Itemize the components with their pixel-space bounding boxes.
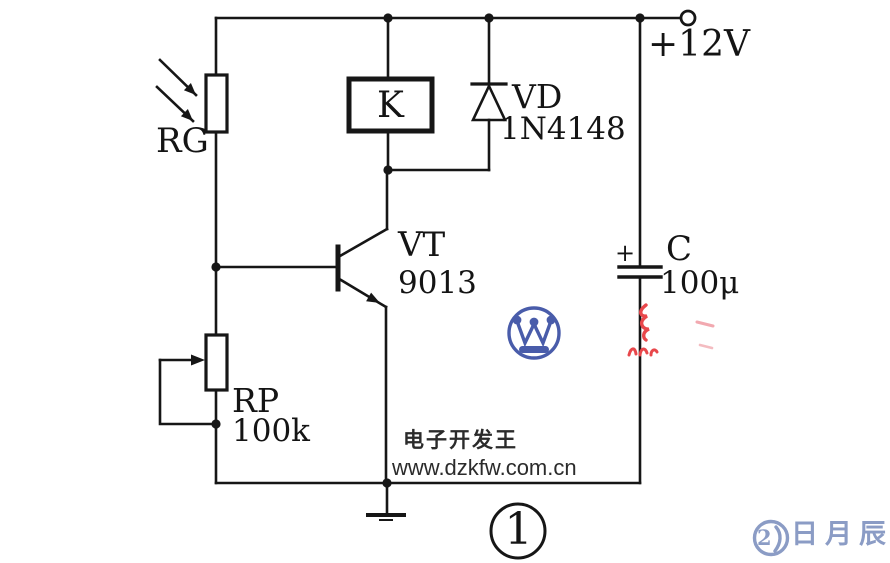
light-arrows-icon [155, 58, 198, 123]
capacitor-value: 100μ [660, 265, 740, 301]
power-terminal [679, 9, 697, 27]
photoresistor-rg-body [204, 73, 229, 134]
capacitor-label: C [666, 229, 693, 269]
supply-voltage-label: +12V [648, 24, 750, 65]
watermark-site-name: 电子开发王 [403, 429, 518, 452]
diode-vd-symbol [470, 16, 508, 172]
emitter-diagonal [339, 278, 388, 309]
vt-part-number: 9013 [398, 265, 477, 301]
rp-value: 100k [232, 413, 310, 449]
vd-label: VD [512, 77, 563, 116]
junction-dots [211, 13, 645, 488]
relay-k-label: K [377, 85, 404, 126]
corner-logo-glyph: 2 [757, 525, 772, 550]
corner-logo-icon [752, 519, 790, 557]
capacitor-polarity-sign: + [615, 239, 636, 267]
potentiometer-rp-wiper [158, 354, 215, 426]
emitter-arrowhead [366, 292, 380, 303]
ground-icon [366, 481, 406, 521]
potentiometer-rp-body [204, 333, 229, 392]
red-scribble-mark [627, 303, 715, 357]
vt-label: VT [398, 225, 446, 265]
w-watermark-icon [507, 306, 561, 360]
rg-label: RG [156, 121, 209, 161]
corner-logo-text: 日月辰 [791, 519, 890, 550]
figure-number-circle [489, 502, 547, 560]
rp-label: RP [232, 381, 280, 420]
figure-number: 1 [504, 504, 533, 555]
transistor-vt-symbol [214, 168, 389, 485]
collector-diagonal [338, 227, 389, 258]
watermark-site-url: www.dzkfw.com.cn [392, 455, 577, 480]
relay-k-box [346, 76, 435, 134]
vd-part-number: 1N4148 [500, 111, 626, 147]
